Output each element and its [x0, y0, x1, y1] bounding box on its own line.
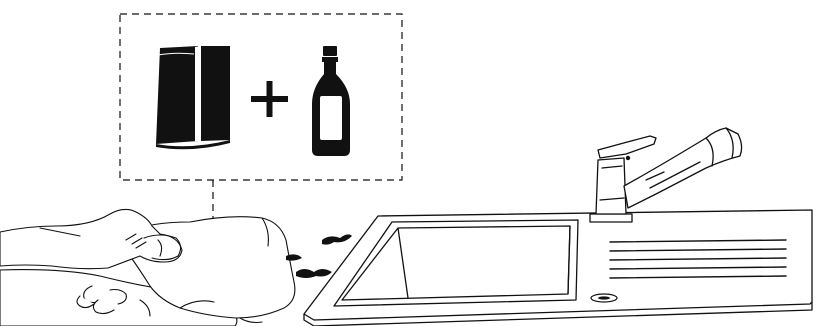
cloth-icon [156, 46, 230, 149]
drain-hole [591, 294, 617, 302]
plus-sign [251, 81, 288, 117]
detergent-bottle-icon [312, 46, 350, 156]
hand-icon [0, 209, 295, 326]
faucet-icon [590, 128, 742, 222]
